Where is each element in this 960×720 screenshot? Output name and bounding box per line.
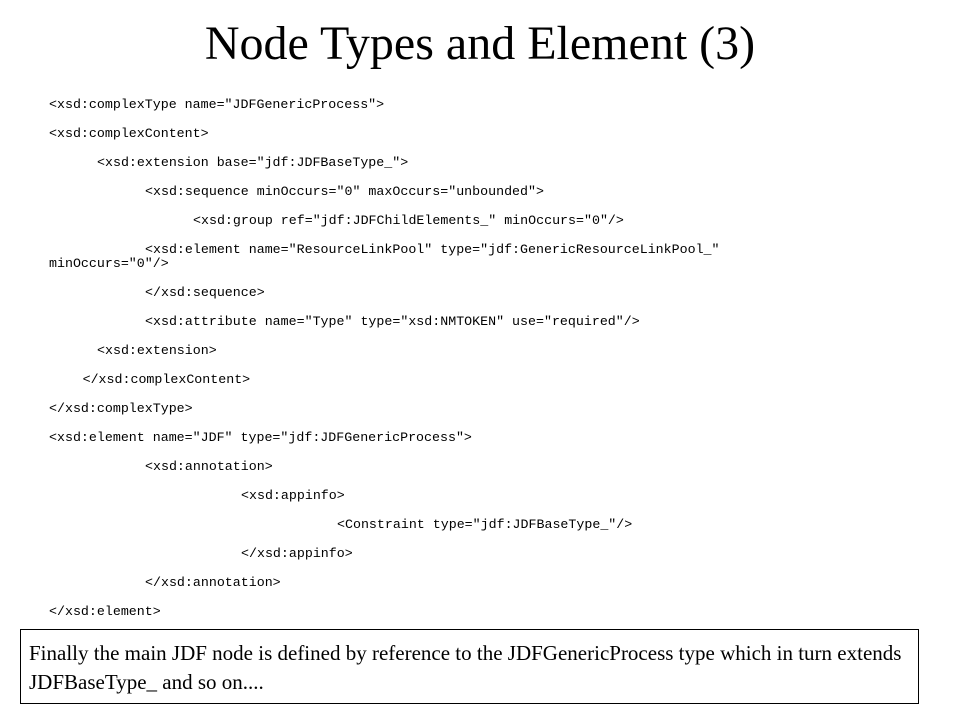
code-line: </xsd:appinfo>	[241, 546, 353, 561]
code-line: <Constraint type="jdf:JDFBaseType_"/>	[337, 517, 633, 532]
code-line: </xsd:complexType>	[49, 401, 193, 416]
code-line: <xsd:annotation>	[145, 459, 273, 474]
code-line: <xsd:group ref="jdf:JDFChildElements_" m…	[193, 213, 624, 228]
code-line-continuation: minOccurs="0"/>	[49, 256, 169, 271]
code-line: <xsd:element name="ResourceLinkPool" typ…	[145, 242, 720, 257]
slide-title: Node Types and Element (3)	[204, 17, 756, 70]
code-line: <xsd:attribute name="Type" type="xsd:NMT…	[145, 314, 640, 329]
code-line: </xsd:element>	[49, 604, 161, 619]
code-line: <xsd:complexType name="JDFGenericProcess…	[49, 97, 385, 112]
code-line: <xsd:sequence minOccurs="0" maxOccurs="u…	[145, 184, 544, 199]
code-line: <xsd:element name="JDF" type="jdf:JDFGen…	[49, 430, 472, 445]
explanation-note-box: Finally the main JDF node is defined by …	[20, 629, 919, 704]
xsd-code-listing: <xsd:complexType name="JDFGenericProcess…	[49, 90, 929, 626]
code-line: <xsd:extension base="jdf:JDFBaseType_">	[97, 155, 409, 170]
code-line: <xsd:extension>	[97, 343, 217, 358]
code-line: <xsd:appinfo>	[241, 488, 345, 503]
code-line: <xsd:complexContent>	[49, 126, 209, 141]
code-line: </xsd:sequence>	[145, 285, 265, 300]
code-line: </xsd:annotation>	[145, 575, 281, 590]
explanation-note-text: Finally the main JDF node is defined by …	[29, 641, 902, 694]
code-line: </xsd:complexContent>	[82, 372, 251, 387]
